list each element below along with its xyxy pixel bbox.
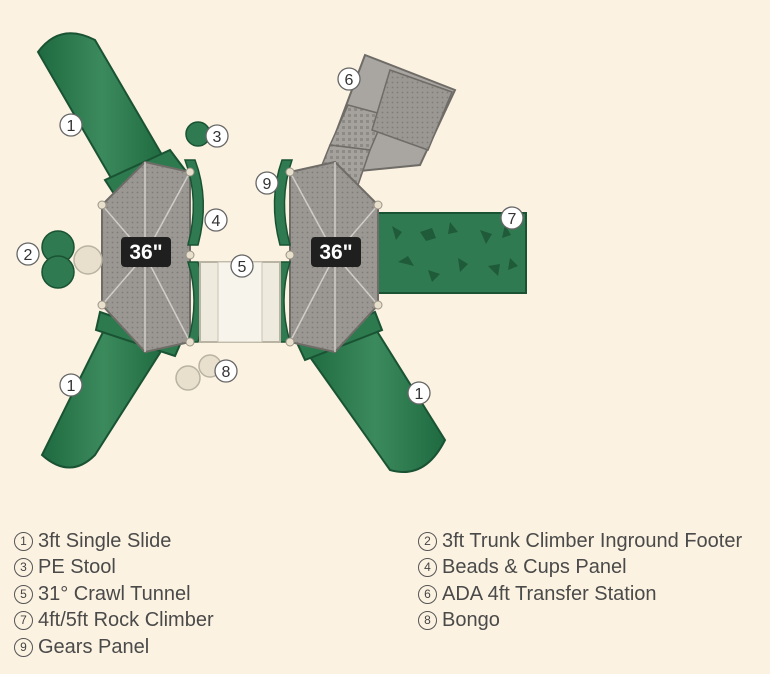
- callout-slide-top-left: 1: [59, 113, 83, 137]
- legend-label: 31° Crawl Tunnel: [38, 582, 191, 605]
- callout-gears-panel: 9: [255, 171, 279, 195]
- callout-beads-panel: 4: [204, 208, 228, 232]
- legend-number: 8: [418, 611, 437, 631]
- legend-label: 4ft/5ft Rock Climber: [38, 609, 214, 632]
- playground-diagram: 36" 36" 1 2 3 4 5 6 9 7 8 1: [16, 32, 527, 473]
- legend-label: ADA 4ft Transfer Station: [442, 582, 657, 605]
- legend-label: 3ft Trunk Climber Inground Footer: [442, 530, 743, 552]
- legend-label: Beads & Cups Panel: [442, 556, 627, 579]
- legend-number: 9: [14, 637, 33, 657]
- beads-cups-panel: [183, 159, 205, 246]
- svg-text:1: 1: [67, 118, 76, 135]
- legend-item: 2 3ft Trunk Climber Inground Footer: [418, 528, 742, 554]
- rock-climber: [377, 212, 527, 294]
- svg-text:7: 7: [508, 211, 517, 228]
- callout-tunnel: 5: [230, 254, 254, 278]
- callout-rock-climber: 7: [500, 206, 524, 230]
- svg-text:36": 36": [319, 241, 352, 264]
- trunk-climber: [41, 230, 103, 289]
- svg-text:8: 8: [222, 364, 231, 381]
- legend-number: 6: [418, 584, 437, 604]
- legend-label: Bongo: [442, 609, 500, 632]
- bongo: [175, 354, 222, 391]
- legend-number: 4: [418, 558, 437, 578]
- callout-slide-bottom-left: 1: [59, 373, 83, 397]
- callout-transfer-station: 6: [337, 67, 361, 91]
- svg-text:9: 9: [263, 176, 272, 193]
- deck-height-label-left: 36": [121, 237, 171, 267]
- callout-stool: 3: [205, 124, 229, 148]
- svg-text:6: 6: [345, 72, 354, 89]
- svg-text:3: 3: [213, 129, 222, 146]
- legend-item: 1 3ft Single Slide: [14, 528, 214, 554]
- legend-label: 3ft Single Slide: [38, 530, 172, 552]
- legend-number: 2: [418, 532, 437, 551]
- svg-text:5: 5: [238, 259, 247, 276]
- svg-text:2: 2: [24, 247, 33, 264]
- callout-trunk-climber: 2: [16, 242, 40, 266]
- svg-text:1: 1: [415, 386, 424, 403]
- deck-height-label-right: 36": [311, 237, 361, 267]
- legend-number: 1: [14, 532, 33, 551]
- legend-number: 7: [14, 611, 33, 631]
- callout-slide-bottom-right: 1: [407, 381, 431, 405]
- legend-number: 3: [14, 558, 33, 578]
- svg-text:36": 36": [129, 241, 162, 264]
- legend-label: PE Stool: [38, 556, 116, 579]
- posts: [97, 167, 383, 347]
- callout-bongo: 8: [214, 359, 238, 383]
- svg-text:1: 1: [67, 378, 76, 395]
- legend-number: 5: [14, 584, 33, 604]
- legend-label: Gears Panel: [38, 635, 150, 658]
- svg-text:4: 4: [212, 213, 221, 230]
